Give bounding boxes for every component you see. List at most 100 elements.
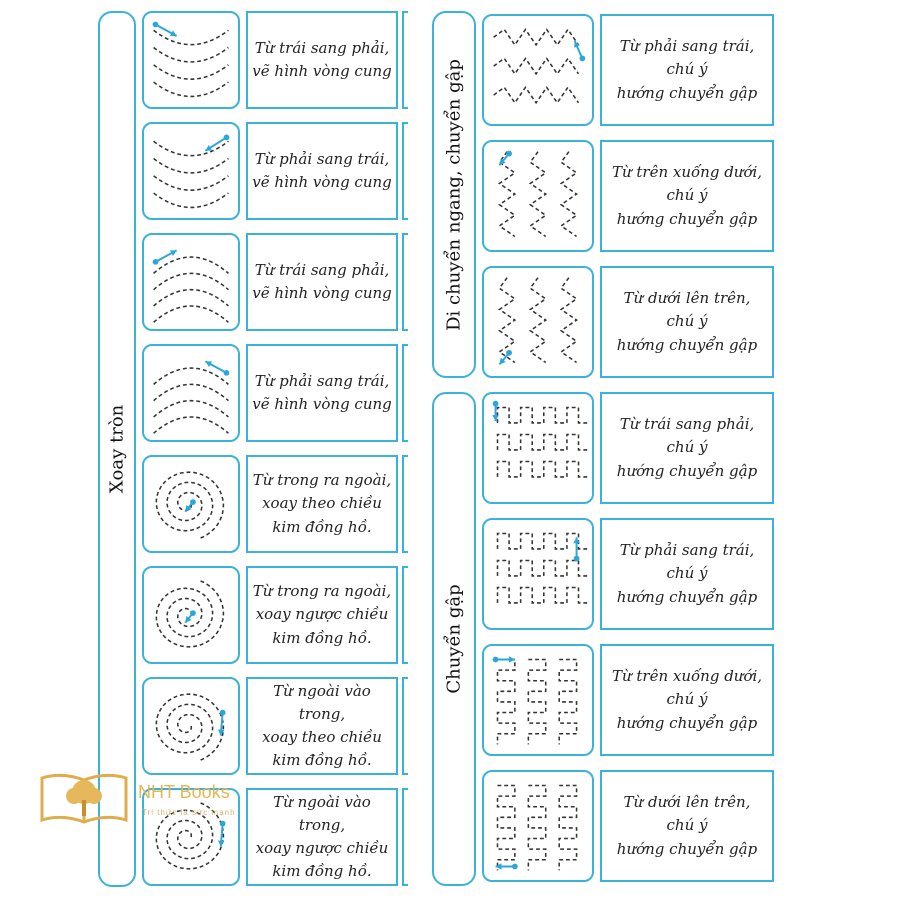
tracing-pattern (493, 28, 586, 105)
direction-arrow-icon (152, 249, 178, 265)
instruction-line: Từ trên xuống dưới, (611, 667, 763, 686)
direction-arrow-icon (492, 400, 499, 421)
arc-line (153, 383, 229, 402)
square-wave-line (558, 784, 578, 871)
instruction-line: Từ trái sang phải, (254, 38, 390, 57)
instruction-line: Từ phải sang trái, (254, 371, 390, 390)
tracing-pattern (153, 360, 230, 434)
direction-arrow-icon (498, 150, 512, 166)
arc-line (153, 175, 229, 191)
instruction-line: kim đồng hồ. (272, 517, 372, 536)
arc-line (153, 46, 229, 63)
tracing-pattern (498, 150, 578, 238)
section-label-fold: Chuyển gập (443, 584, 465, 694)
zigzag-line (498, 151, 517, 238)
pattern-picture (142, 344, 240, 442)
pattern-picture (142, 566, 240, 664)
zigzag-line (493, 57, 580, 76)
instruction-line: kim đồng hồ. (272, 628, 372, 647)
direction-arrow-icon (152, 21, 178, 37)
instruction-line: Từ trái sang phải, (254, 260, 390, 279)
arc-line (153, 288, 229, 307)
zigzag-line (498, 277, 517, 364)
pattern-picture (482, 770, 594, 882)
instruction-line: Từ ngoài vào trong, (273, 681, 371, 723)
section-label-rotation: Xoay tròn (106, 404, 128, 494)
tracing-pattern (496, 532, 591, 604)
pattern-picture (482, 518, 594, 630)
direction-arrow-icon (492, 656, 515, 663)
square-wave-line (496, 433, 591, 451)
instruction-line: Từ trong ra ngoài, (252, 582, 392, 601)
instruction-line: vẽ hình vòng cung (252, 395, 392, 413)
direction-arrow-icon (573, 40, 586, 62)
instruction-box: Từ trái sang phải, vẽ hình vòng cung (246, 11, 398, 109)
spiral-line (155, 801, 225, 870)
instruction-line: xoay theo chiều (262, 494, 382, 513)
tracing-pattern (492, 656, 578, 745)
cut-off-box (402, 677, 408, 775)
instruction-line: chú ý (666, 438, 708, 457)
pattern-picture (482, 392, 594, 504)
instruction-line: hướng chuyển gập (616, 335, 758, 354)
square-wave-line (496, 406, 591, 424)
square-wave-line (558, 658, 578, 745)
cut-off-box (402, 788, 408, 886)
arc-line (153, 157, 229, 174)
instruction-line: hướng chuyển gập (616, 461, 758, 480)
instruction-line: Từ trái sang phải, (619, 415, 755, 434)
watermark-tagline: Tri thức là sức mạnh (142, 808, 236, 817)
pattern-picture (142, 122, 240, 220)
arc-line (153, 272, 229, 291)
arc-line (153, 367, 229, 385)
instruction-line: hướng chuyển gập (616, 83, 758, 102)
instruction-line: chú ý (666, 690, 708, 709)
instruction-box: Từ phải sang trái, vẽ hình vòng cung (246, 344, 398, 442)
arc-line (153, 140, 229, 157)
instruction-box: Từ phải sang trái,vẽ hình vòng cung (246, 122, 398, 220)
arc-line (153, 192, 229, 209)
arc-line (153, 64, 229, 80)
spiral-line (155, 693, 225, 762)
zigzag-line (559, 277, 578, 364)
instruction-line: Từ dưới lên trên, (623, 793, 751, 812)
instruction-line: vẽ hình vòng cung (252, 284, 392, 302)
zigzag-line (493, 28, 580, 47)
instruction-line: chú ý (666, 816, 708, 835)
spiral-line (155, 471, 225, 540)
tracing-pattern (155, 801, 226, 870)
tracing-pattern (153, 134, 230, 209)
tracing-pattern (498, 277, 578, 366)
arc-line (153, 81, 229, 98)
zigzag-line (528, 277, 548, 364)
section-label-horizontal-fold: Di chuyển ngang, chuyển gập (443, 58, 465, 331)
arc-line (153, 256, 229, 274)
instruction-line: hướng chuyển gập (616, 209, 758, 228)
zigzag-line (528, 151, 548, 238)
instruction-line: chú ý (666, 564, 708, 583)
direction-arrow-icon (204, 134, 230, 152)
instruction-line: chú ý (666, 60, 708, 79)
instruction-line: vẽ hình vòng cung (252, 62, 392, 80)
cut-off-box (402, 233, 408, 331)
direction-arrow-icon (204, 360, 230, 376)
instruction-line: xoay theo chiều (262, 728, 382, 746)
instruction-line: Từ ngoài vào trong, (273, 792, 371, 834)
pattern-picture (142, 455, 240, 553)
tracing-pattern (155, 579, 225, 648)
arc-line (153, 399, 229, 418)
instruction-line: chú ý (666, 312, 708, 331)
instruction-box: Từ trái sang phải, vẽ hình vòng cung (246, 233, 398, 331)
instruction-line: xoay ngược chiều (255, 605, 389, 624)
direction-arrow-icon (184, 499, 196, 513)
pattern-picture (482, 644, 594, 756)
square-wave-line (496, 784, 516, 871)
pattern-picture (482, 140, 594, 252)
instruction-line: Từ trong ra ngoài, (252, 471, 392, 490)
square-wave-line (496, 658, 516, 745)
